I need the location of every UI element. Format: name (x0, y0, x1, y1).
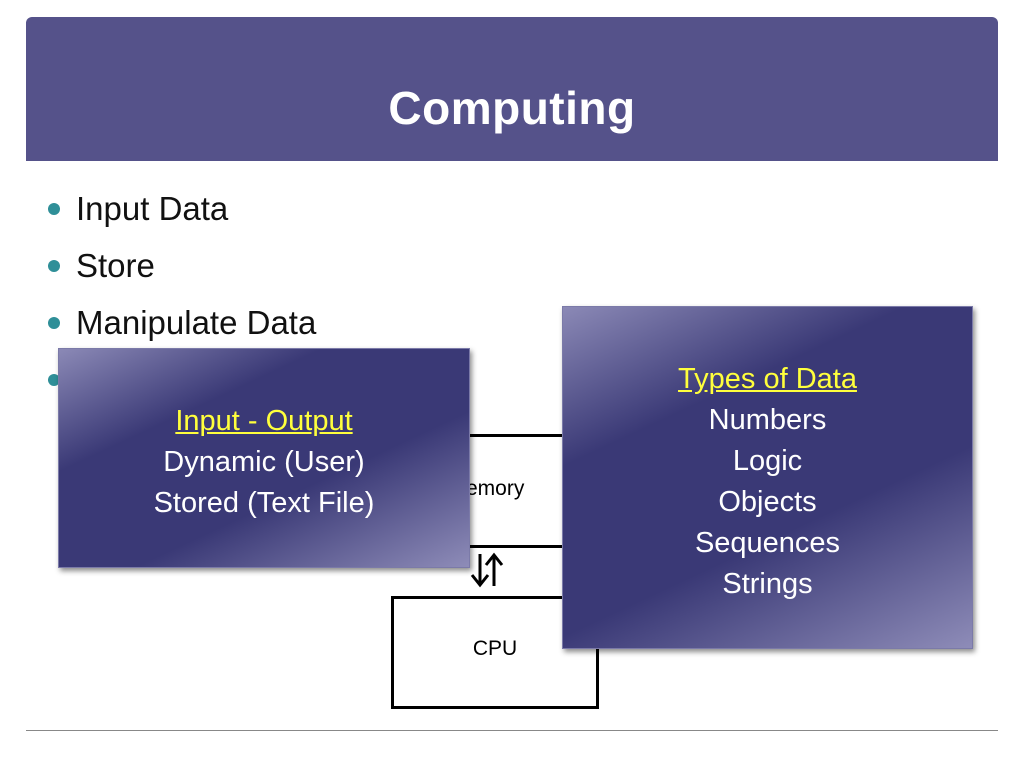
io-heading: Input - Output (175, 405, 353, 437)
types-line: Objects (718, 486, 817, 518)
types-line: Strings (722, 568, 813, 600)
bullet-dot-icon (48, 260, 60, 272)
bullet-text: Manipulate Data (76, 304, 317, 341)
input-output-box: Input - Output Dynamic (User) Stored (Te… (58, 348, 470, 568)
bullet-list: Input Data Store Manipulate Data (48, 186, 316, 414)
bullet-item: Store (48, 243, 316, 300)
bullet-dot-icon (48, 317, 60, 329)
bullet-dot-icon (48, 374, 60, 386)
bullet-text: Store (76, 247, 155, 284)
types-of-data-box: Types of Data Numbers Logic Objects Sequ… (562, 306, 973, 649)
bullet-text: Input Data (76, 190, 229, 227)
types-line: Sequences (694, 527, 841, 559)
footer-divider (26, 730, 998, 731)
io-line: Stored (Text File) (153, 487, 375, 519)
bullet-dot-icon (48, 203, 60, 215)
up-down-arrows-icon (470, 552, 504, 588)
types-line: Logic (732, 445, 803, 477)
bullet-item: Manipulate Data (48, 300, 316, 357)
bullet-item: Input Data (48, 186, 316, 243)
types-line: Numbers (708, 404, 827, 436)
types-heading: Types of Data (678, 363, 857, 395)
io-line: Dynamic (User) (163, 446, 365, 478)
slide-title: Computing (388, 82, 636, 134)
title-bar: Computing (26, 17, 998, 161)
memory-label: emory (466, 477, 525, 500)
bullet-item (48, 357, 316, 414)
cpu-label: CPU (472, 637, 518, 660)
